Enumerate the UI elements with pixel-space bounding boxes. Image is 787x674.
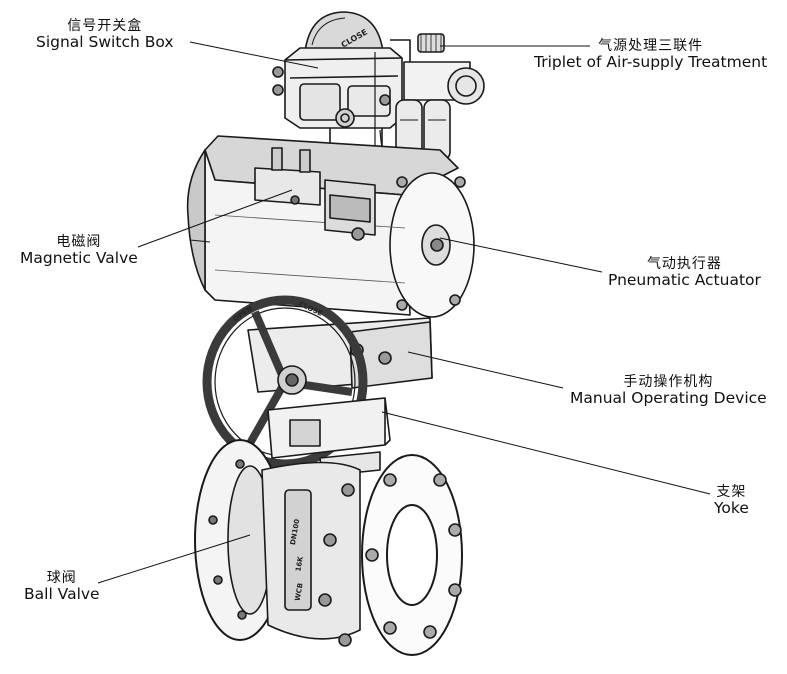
- label-pneumatic-actuator-zh: 气动执行器: [646, 256, 722, 272]
- magnetic-valve: [254, 147, 376, 241]
- label-signal-switch-box-en: Signal Switch Box: [36, 33, 174, 52]
- label-triplet: 气源处理三联件 Triplet of Air-supply Treatment: [534, 38, 767, 72]
- signal-switch-box: [272, 11, 411, 160]
- label-magnetic-valve-en: Magnetic Valve: [20, 249, 138, 268]
- label-magnetic-valve: 电磁阀 Magnetic Valve: [20, 234, 138, 268]
- label-triplet-en: Triplet of Air-supply Treatment: [534, 53, 768, 72]
- leader-magnetic-valve: [137, 189, 293, 248]
- leader-manual-operating-device: [407, 351, 564, 389]
- label-triplet-zh: 气源处理三联件: [598, 38, 704, 54]
- ball-valve: [194, 439, 463, 656]
- label-pneumatic-actuator-en: Pneumatic Actuator: [608, 271, 761, 290]
- label-pneumatic-actuator: 气动执行器 Pneumatic Actuator: [608, 256, 761, 290]
- label-yoke-zh: 支架: [716, 484, 747, 500]
- label-ball-valve: 球阀 Ball Valve: [24, 570, 100, 604]
- leader-lines: [97, 41, 711, 584]
- label-ball-valve-en: Ball Valve: [24, 585, 100, 604]
- leader-yoke: [381, 411, 711, 495]
- label-yoke: 支架 Yoke: [714, 484, 749, 518]
- leader-ball-valve: [97, 534, 251, 584]
- air-supply-triplet: [379, 33, 485, 181]
- label-yoke-en: Yoke: [714, 499, 749, 518]
- label-magnetic-valve-zh: 电磁阀: [56, 234, 102, 250]
- label-signal-switch-box: 信号开关盒 Signal Switch Box: [36, 18, 174, 52]
- label-manual-operating-device-en: Manual Operating Device: [570, 389, 767, 408]
- leader-signal-switch-box: [189, 41, 319, 69]
- yoke: [267, 397, 391, 477]
- label-ball-valve-zh: 球阀: [46, 570, 77, 586]
- label-manual-operating-device-zh: 手动操作机构: [623, 374, 714, 390]
- manual-operating-device: [202, 295, 433, 469]
- label-manual-operating-device: 手动操作机构 Manual Operating Device: [570, 374, 767, 408]
- leader-pneumatic-actuator: [439, 237, 603, 273]
- label-signal-switch-box-zh: 信号开关盒: [67, 18, 143, 34]
